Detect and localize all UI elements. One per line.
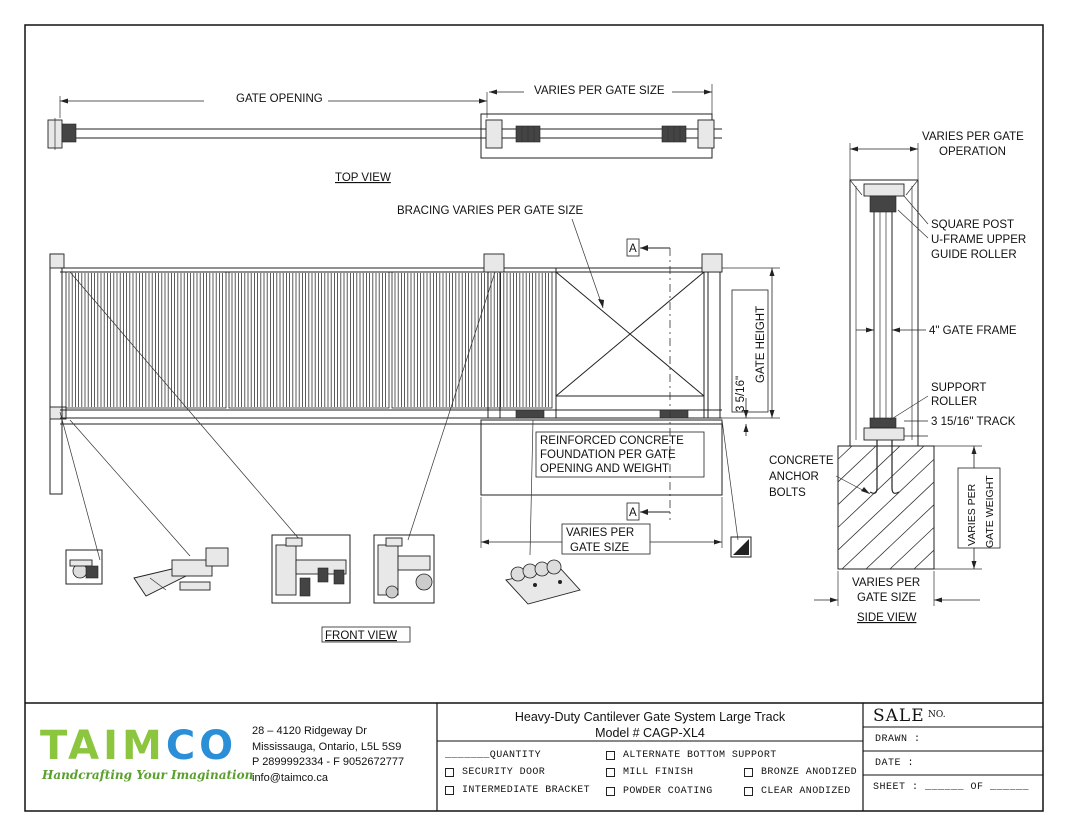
sale-label: SALE [873,706,925,726]
address-line-2: Mississauga, Ontario, L5L 5S9 [252,740,402,753]
logo-word-part1: TAIM [40,723,166,769]
checkbox-icon[interactable] [606,768,615,777]
latch-detail [65,549,103,585]
email: info@taimco.ca [252,771,328,784]
option-alternate-bottom-support[interactable]: ALTERNATE BOTTOM SUPPORT [606,750,777,761]
checkbox-icon[interactable] [445,786,454,795]
concrete-hatch [841,481,934,569]
sheet-border [24,24,1044,812]
side-varies-line2: GATE SIZE [857,592,917,604]
address-line-1: 28 – 4120 Ridgeway Dr [252,725,367,737]
varies-per-label: VARIES PER [566,527,634,539]
varies-gate-size-top-label: VARIES PER GATE SIZE [534,85,665,97]
track-label: 3 15/16" TRACK [931,416,1016,428]
checkbox-icon[interactable] [744,768,753,777]
sheet-field[interactable]: SHEET : ______ OF ______ [873,782,1030,793]
square-post-label: SQUARE POST [931,219,1014,231]
concrete-hatch [838,446,901,506]
drawn-field[interactable]: DRAWN : [875,734,921,745]
side-varies-line1: VARIES PER [852,577,920,589]
checkbox-icon[interactable] [744,787,753,796]
foundation-line1: REINFORCED CONCRETE [540,435,684,447]
phone-fax: P 2899992334 - F 9052672777 [252,756,405,768]
checkbox-icon[interactable] [606,787,615,796]
u-frame-line2: GUIDE ROLLER [931,249,1017,261]
dim-3-5-16-label: 3 5/16" [735,376,747,412]
front-view-title: FRONT VIEW [325,630,397,642]
concrete-hatch [838,446,925,528]
side-view: VARIES PER GATE OPERATION SQUARE POST U-… [769,131,1066,624]
option-bronze-anodized[interactable]: BRONZE ANODIZED [744,767,857,778]
date-field[interactable]: DATE : [875,758,915,769]
support-line1: SUPPORT [931,382,986,394]
checkbox-icon[interactable] [445,768,454,777]
concrete-line1: CONCRETE [769,455,834,467]
front-view: BRACING VARIES PER GATE SIZE [49,205,780,643]
logo-word-part2: CO [165,723,238,769]
checkbox-icon[interactable] [606,751,615,760]
gate-height-label: GATE HEIGHT [755,306,767,383]
support-roller-detail [505,559,581,605]
varies-weight-line1: VARIES PER [966,483,978,546]
u-frame-line1: U-FRAME UPPER [931,234,1026,246]
section-a-bottom: A [629,507,637,519]
project-title-block: Heavy-Duty Cantilever Gate System Large … [438,709,862,741]
concrete-hatch [838,458,934,551]
side-view-title: SIDE VIEW [857,612,917,624]
company-logo: TAIMCO Handcrafting Your Imagination [40,723,253,786]
gate-size-label: GATE SIZE [570,542,630,554]
model-number: Model # CAGP-XL4 [595,726,705,740]
concrete-hatch [838,446,877,483]
guide-roller-detail-1 [271,534,351,604]
section-a-top: A [629,243,637,255]
concrete-hatch [889,526,934,569]
sale-number-label: NO. [928,710,946,720]
option-security-door[interactable]: SECURITY DOOR [445,767,545,778]
concrete-line2: ANCHOR [769,471,819,483]
company-address: 28 – 4120 Ridgeway Dr Mississauga, Ontar… [252,724,404,786]
project-title: Heavy-Duty Cantilever Gate System Large … [514,710,786,724]
logo-tagline: Handcrafting Your Imagination [42,768,254,782]
foundation-line3: OPENING AND WEIGHT [540,463,669,475]
end-cap-detail [730,536,752,558]
varies-operation-line1: VARIES PER GATE [922,131,1024,143]
concrete-hatch [865,504,934,569]
concrete-hatch [938,446,1066,569]
option-mill-finish[interactable]: MILL FINISH [606,767,693,778]
bracing-label: BRACING VARIES PER GATE SIZE [397,205,583,217]
option-clear-anodized[interactable]: CLEAR ANODIZED [744,786,851,797]
guide-roller-detail-2 [373,534,435,604]
option-intermediate-bracket[interactable]: INTERMEDIATE BRACKET [445,785,590,796]
quantity-field[interactable]: _______QUANTITY [445,750,542,761]
gate-opening-label: GATE OPENING [236,93,323,105]
top-view-title: TOP VIEW [335,172,391,184]
varies-weight-line2: GATE WEIGHT [984,475,996,548]
bracket-detail [133,547,229,597]
varies-operation-line2: OPERATION [939,146,1006,158]
gate-frame-label: 4" GATE FRAME [929,325,1017,337]
foundation-line2: FOUNDATION PER GATE [540,449,676,461]
support-line2: ROLLER [931,396,977,408]
top-view: GATE OPENING VARIES PER GATE SIZE TOP VI… [47,83,722,184]
concrete-line3: BOLTS [769,487,806,499]
title-block-grid [436,703,1043,811]
option-powder-coating[interactable]: POWDER COATING [606,786,713,797]
